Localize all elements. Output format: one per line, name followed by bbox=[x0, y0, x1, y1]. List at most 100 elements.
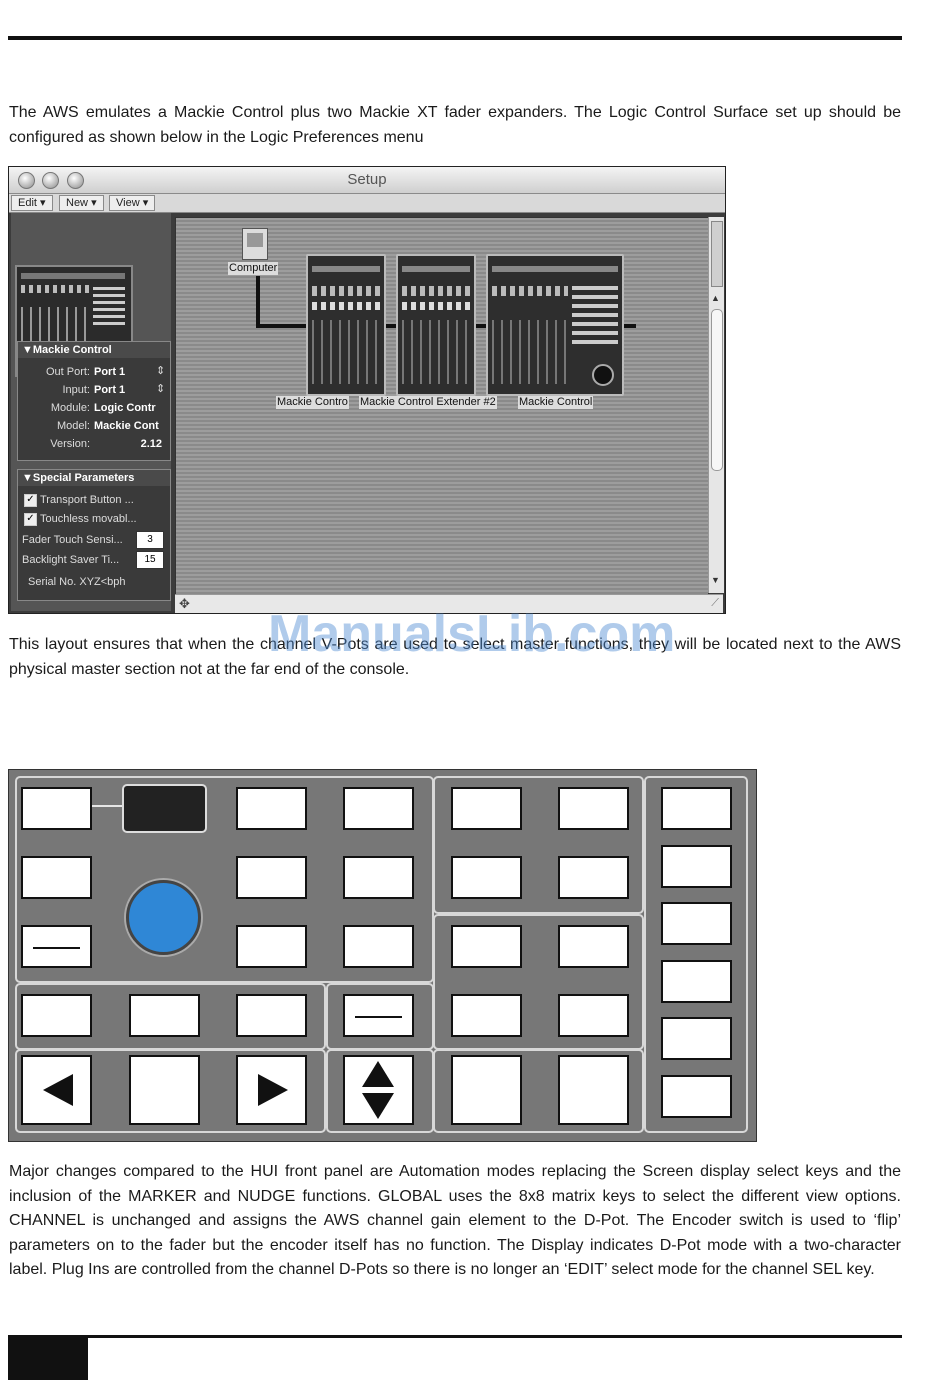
mackie-extender-unit[interactable] bbox=[396, 254, 476, 396]
close-light-icon[interactable] bbox=[18, 172, 35, 189]
key-r4-c3[interactable] bbox=[236, 994, 307, 1037]
group-right-column bbox=[644, 776, 748, 1133]
scroll-thumb[interactable] bbox=[711, 309, 723, 471]
unit-label-3: Mackie Control bbox=[518, 396, 594, 409]
key-r4-c6[interactable] bbox=[558, 994, 629, 1037]
fader-touch-field[interactable]: 3 bbox=[136, 531, 164, 549]
key-r2-c1[interactable] bbox=[21, 856, 92, 899]
move-tool-icon[interactable]: ✥ bbox=[179, 596, 190, 611]
window-title: Setup bbox=[347, 171, 387, 188]
touchless-label: Touchless movabl... bbox=[40, 513, 137, 525]
key-r5-c5[interactable] bbox=[451, 1055, 522, 1125]
mackie-control-unit-1[interactable] bbox=[306, 254, 386, 396]
key-r2-c3[interactable] bbox=[236, 856, 307, 899]
bottom-rule bbox=[8, 1335, 902, 1338]
key-r2-c6[interactable] bbox=[558, 856, 629, 899]
window-bottom-bar: ✥ ⟋ bbox=[175, 594, 723, 613]
menu-edit[interactable]: Edit ▾ bbox=[11, 195, 53, 211]
computer-icon[interactable] bbox=[242, 228, 268, 260]
key-up-down[interactable] bbox=[343, 1055, 414, 1125]
left-arrow-icon bbox=[43, 1074, 73, 1106]
encoder-knob[interactable] bbox=[126, 880, 201, 955]
key-r1-c5[interactable] bbox=[451, 787, 522, 830]
key-r3-c1-dash[interactable] bbox=[21, 925, 92, 968]
key-r1-c3[interactable] bbox=[236, 787, 307, 830]
key-r2-c4[interactable] bbox=[343, 856, 414, 899]
setup-window: Setup Edit ▾ New ▾ View ▾ ▼Mackie Contro… bbox=[8, 166, 726, 614]
key-right-col-6[interactable] bbox=[661, 1075, 732, 1118]
mackie-section-header[interactable]: ▼Mackie Control bbox=[18, 342, 170, 358]
key-left-arrow[interactable] bbox=[21, 1055, 92, 1125]
key-connector-line bbox=[92, 805, 124, 807]
page-number-box bbox=[8, 1335, 88, 1380]
key-r5-c6[interactable] bbox=[558, 1055, 629, 1125]
special-section-header[interactable]: ▼Special Parameters bbox=[18, 470, 170, 486]
middle-paragraph: This layout ensures that when the channe… bbox=[9, 636, 901, 678]
key-r1-c6[interactable] bbox=[558, 787, 629, 830]
input-stepper-icon[interactable]: ⇕ bbox=[156, 383, 166, 395]
vertical-scrollbar[interactable]: ▲ ▼ bbox=[708, 217, 724, 593]
key-r3-c4[interactable] bbox=[343, 925, 414, 968]
backlight-saver-field[interactable]: 15 bbox=[136, 551, 164, 569]
key-r4-c4-dash[interactable] bbox=[343, 994, 414, 1037]
key-r5-c2[interactable] bbox=[129, 1055, 200, 1125]
key-r3-c6[interactable] bbox=[558, 925, 629, 968]
group-bottom-left bbox=[15, 1049, 326, 1133]
scroll-down-icon[interactable]: ▼ bbox=[711, 575, 720, 585]
module-label: Module: bbox=[50, 402, 90, 414]
key-right-col-1[interactable] bbox=[661, 787, 732, 830]
out-port-stepper-icon[interactable]: ⇕ bbox=[156, 365, 166, 377]
special-parameters-section: ▼Special Parameters ✓ Transport Button .… bbox=[17, 469, 171, 601]
out-port-value[interactable]: Port 1 bbox=[94, 366, 126, 378]
key-right-col-2[interactable] bbox=[661, 845, 732, 888]
window-menubar: Edit ▾ New ▾ View ▾ bbox=[9, 194, 725, 213]
watermark: ManualsLib.com bbox=[268, 605, 676, 663]
mackie-control-unit-2[interactable] bbox=[486, 254, 624, 396]
minimize-light-icon[interactable] bbox=[42, 172, 59, 189]
menu-new[interactable]: New ▾ bbox=[59, 195, 104, 211]
zoom-light-icon[interactable] bbox=[67, 172, 84, 189]
key-r3-c5[interactable] bbox=[451, 925, 522, 968]
unit-label-2: Mackie Control Extender #2 bbox=[359, 396, 497, 409]
group-bottom-middle bbox=[433, 1049, 644, 1133]
key-right-arrow[interactable] bbox=[236, 1055, 307, 1125]
version-value: 2.12 bbox=[140, 438, 162, 450]
backlight-saver-label: Backlight Saver Ti... bbox=[22, 554, 120, 566]
key-right-col-5[interactable] bbox=[661, 1017, 732, 1060]
serial-number: Serial No. XYZ<bph bbox=[28, 576, 126, 588]
bottom-paragraph: Major changes compared to the HUI front … bbox=[9, 1163, 901, 1279]
fader-touch-label: Fader Touch Sensi... bbox=[22, 534, 123, 546]
resize-grip-icon[interactable]: ⟋ bbox=[711, 597, 719, 609]
menu-view[interactable]: View ▾ bbox=[109, 195, 156, 211]
group-top-middle bbox=[433, 776, 644, 914]
top-rule bbox=[8, 36, 902, 40]
key-r2-c5[interactable] bbox=[451, 856, 522, 899]
key-r4-c2[interactable] bbox=[129, 994, 200, 1037]
key-r3-c3[interactable] bbox=[236, 925, 307, 968]
transport-button-label: Transport Button ... bbox=[40, 494, 134, 506]
up-down-arrow-icon bbox=[362, 1061, 394, 1119]
key-r1-c4[interactable] bbox=[343, 787, 414, 830]
intro-paragraph: The AWS emulates a Mackie Control plus t… bbox=[9, 104, 901, 146]
input-label: Input: bbox=[62, 384, 90, 396]
key-right-col-3[interactable] bbox=[661, 902, 732, 945]
model-label: Model: bbox=[56, 420, 90, 432]
mackie-control-section: ▼Mackie Control Out Port: Port 1 ⇕ Input… bbox=[17, 341, 171, 461]
key-r4-c1[interactable] bbox=[21, 994, 92, 1037]
window-titlebar: Setup bbox=[9, 167, 725, 194]
inspector-panel: ▼Mackie Control Out Port: Port 1 ⇕ Input… bbox=[11, 213, 171, 611]
key-r1-c2-highlighted[interactable] bbox=[122, 784, 207, 833]
computer-label: Computer bbox=[228, 262, 279, 275]
key-r4-c5[interactable] bbox=[451, 994, 522, 1037]
input-value[interactable]: Port 1 bbox=[94, 384, 126, 396]
transport-button-checkbox[interactable]: ✓ bbox=[24, 494, 37, 507]
version-label: Version: bbox=[50, 438, 90, 450]
right-arrow-icon bbox=[258, 1074, 288, 1106]
key-right-col-4[interactable] bbox=[661, 960, 732, 1003]
unit-label-1: Mackie Contro bbox=[276, 396, 349, 409]
setup-canvas[interactable]: Computer Mackie Contro Mackie Control Ex… bbox=[175, 217, 709, 595]
key-r1-c1[interactable] bbox=[21, 787, 92, 830]
touchless-checkbox[interactable]: ✓ bbox=[24, 513, 37, 526]
scroll-up-icon[interactable]: ▲ bbox=[711, 293, 720, 303]
module-value: Logic Contr bbox=[94, 402, 156, 414]
